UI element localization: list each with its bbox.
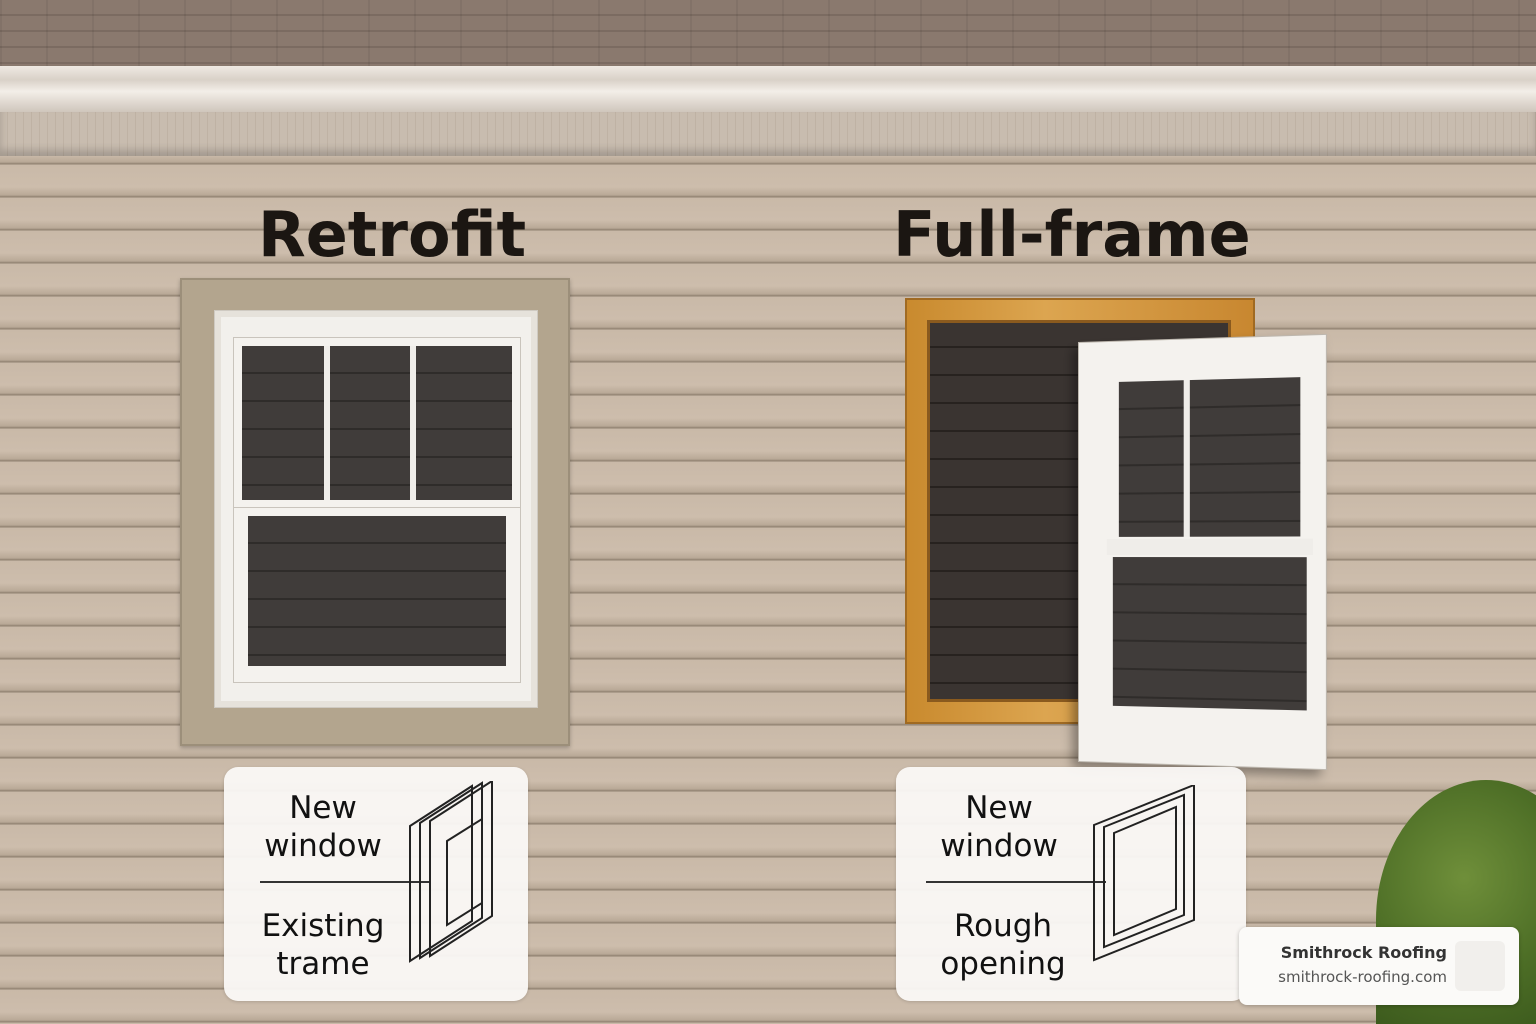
- brand-watermark[interactable]: Smithrock Roofing smithrock-roofing.com: [1239, 927, 1519, 1005]
- frame-diagram-icon: [409, 781, 493, 963]
- full-frame-callout: New window Rough opening: [896, 767, 1246, 1001]
- roof-shingles: [0, 0, 1536, 78]
- full-frame-title: Full-frame: [893, 198, 1251, 271]
- callout-bottom-label: Rough opening: [940, 908, 1066, 982]
- lower-glass: [248, 516, 506, 666]
- upper-glass: [1118, 377, 1301, 537]
- upper-glass: [242, 346, 512, 500]
- new-window-unit: [1078, 333, 1327, 771]
- upper-sash: [233, 337, 521, 509]
- retrofit-callout: New window Existing trame: [224, 767, 528, 1001]
- logo-icon: [1455, 941, 1505, 991]
- mullion: [410, 346, 416, 500]
- retrofit-window-frame: [214, 310, 538, 708]
- frame-diagram-icon: [1093, 785, 1195, 962]
- retrofit-title: Retrofit: [258, 198, 527, 271]
- callout-divider: [926, 881, 1106, 883]
- callout-bottom-label: Existing trame: [261, 908, 385, 982]
- brand-name: Smithrock Roofing: [1280, 943, 1447, 962]
- callout-top-label: New window: [940, 790, 1058, 864]
- mullion: [324, 346, 330, 500]
- soffit: [0, 112, 1536, 156]
- mullion: [1183, 380, 1190, 537]
- callout-divider: [260, 881, 430, 883]
- brand-url[interactable]: smithrock-roofing.com: [1278, 968, 1447, 986]
- gutter: [0, 66, 1536, 112]
- lower-sash: [233, 507, 521, 683]
- lower-glass: [1112, 557, 1307, 711]
- meeting-rail: [1106, 538, 1314, 556]
- callout-top-label: New window: [264, 790, 382, 864]
